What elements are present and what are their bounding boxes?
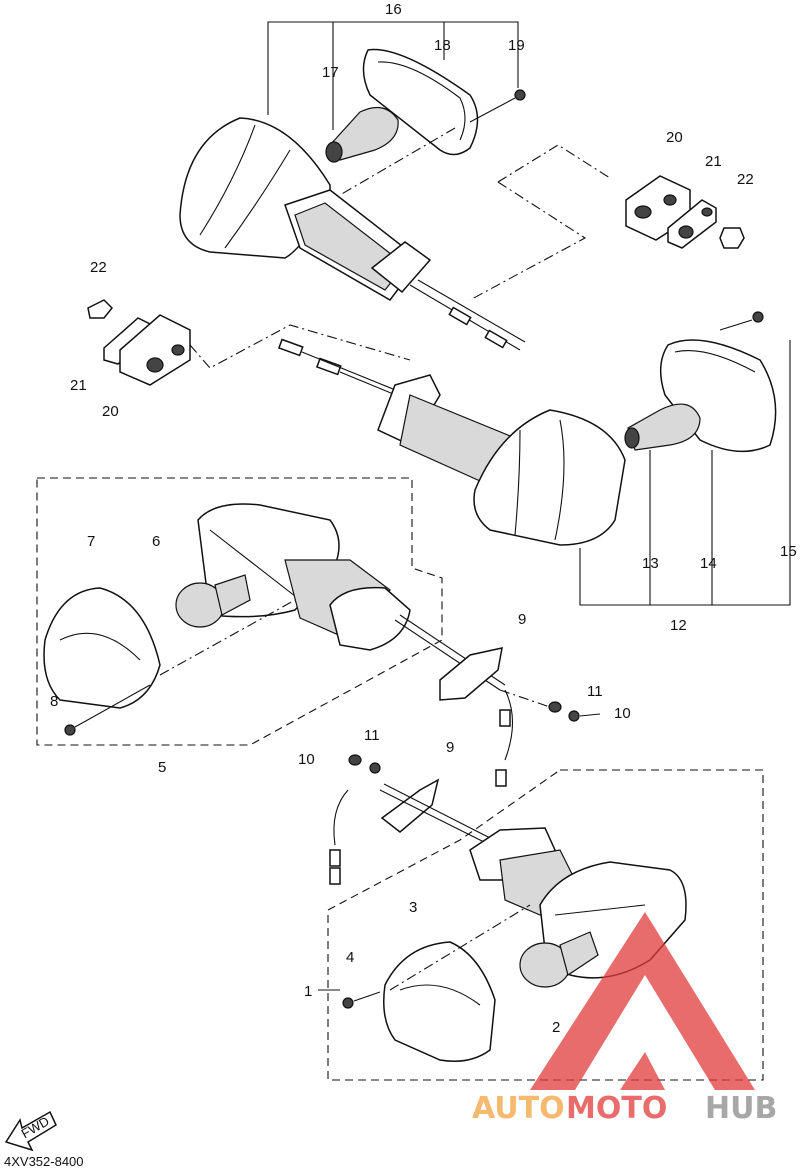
callout-8: 8 bbox=[50, 693, 58, 710]
rear-left-turn-signal-assembly bbox=[179, 21, 526, 351]
callout-20-left: 20 bbox=[102, 403, 119, 420]
callout-21-left: 21 bbox=[70, 377, 87, 394]
watermark-auto: AUTO bbox=[472, 1091, 565, 1126]
callout-10-right: 10 bbox=[614, 705, 631, 722]
watermark-triangle-logo bbox=[530, 912, 755, 1090]
callout-17: 17 bbox=[322, 64, 339, 81]
front-left-turn-signal-assembly bbox=[36, 477, 601, 787]
callout-6: 6 bbox=[152, 533, 160, 550]
callout-14: 14 bbox=[700, 555, 717, 572]
callout-19: 19 bbox=[508, 37, 525, 54]
callout-20-right: 20 bbox=[666, 129, 683, 146]
callout-11-left: 11 bbox=[364, 727, 380, 744]
stay-plate-set-right bbox=[469, 144, 745, 301]
callout-4: 4 bbox=[346, 949, 354, 966]
callout-16: 16 bbox=[385, 1, 402, 18]
callout-2: 2 bbox=[552, 1019, 560, 1036]
callout-11-right: 11 bbox=[587, 683, 603, 700]
watermark-hub: HUB bbox=[705, 1091, 777, 1126]
callout-15: 15 bbox=[780, 543, 797, 560]
callout-22-left: 22 bbox=[90, 259, 107, 276]
callout-1: 1 bbox=[304, 983, 312, 1000]
rear-right-turn-signal-assembly bbox=[277, 311, 791, 606]
diagram-code: 4XV352-8400 bbox=[4, 1154, 84, 1169]
watermark-moto: MOTO bbox=[566, 1091, 667, 1126]
callout-10-left: 10 bbox=[298, 751, 315, 768]
callout-7: 7 bbox=[87, 533, 95, 550]
callout-22-right: 22 bbox=[737, 171, 754, 188]
callout-12: 12 bbox=[670, 617, 687, 634]
callout-21-right: 21 bbox=[705, 153, 722, 170]
forward-direction-arrow: FWD bbox=[4, 1110, 57, 1152]
stay-plate-set-left bbox=[87, 299, 411, 386]
callout-9-upper: 9 bbox=[518, 611, 526, 628]
callout-18: 18 bbox=[434, 37, 451, 54]
callout-labels: 16 17 18 19 20 21 22 22 21 20 7 6 8 5 9 … bbox=[50, 1, 797, 1036]
callout-5: 5 bbox=[158, 759, 166, 776]
callout-9-lower: 9 bbox=[446, 739, 454, 756]
automotohub-watermark: AUTO MOTO HUB bbox=[472, 912, 777, 1126]
callout-13: 13 bbox=[642, 555, 659, 572]
callout-3: 3 bbox=[409, 899, 417, 916]
